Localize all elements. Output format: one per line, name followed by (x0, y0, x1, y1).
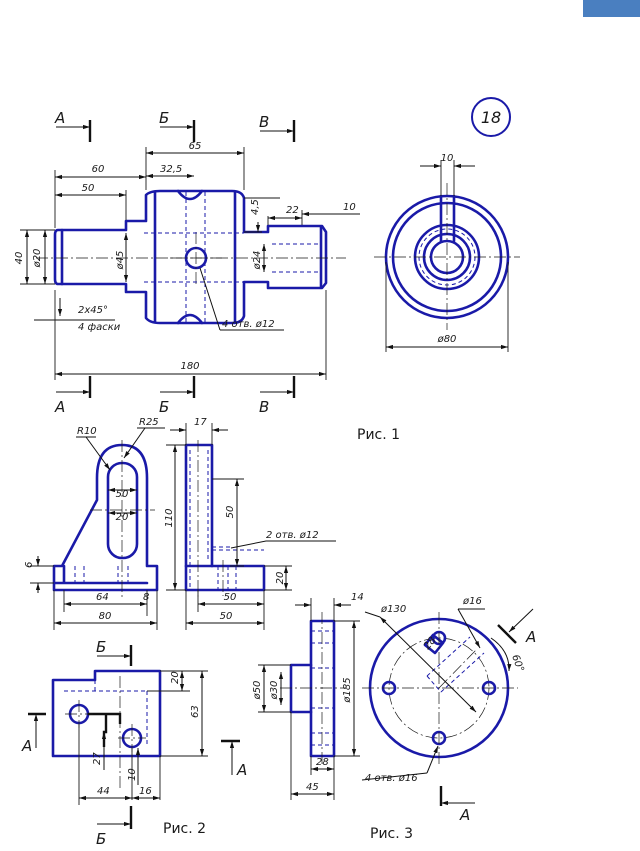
svg-text:17: 17 (194, 417, 207, 428)
svg-text:4,5: 4,5 (250, 199, 261, 215)
svg-text:64: 64 (96, 592, 109, 603)
fig1-dimensions: 65 60 32,5 50 4,5 22 10 40 ø20 ø45 (14, 141, 360, 380)
svg-text:ø30: ø30 (269, 681, 280, 701)
svg-text:16: 16 (139, 786, 152, 797)
svg-text:R25: R25 (139, 417, 159, 428)
svg-text:Б: Б (159, 109, 169, 127)
flange-side-view (280, 612, 346, 764)
variant-badge: 18 (471, 97, 511, 137)
caption-fig2: Рис. 2 (163, 821, 206, 837)
svg-text:22: 22 (286, 205, 299, 216)
svg-text:10: 10 (127, 768, 138, 781)
section-marker-v-top: В (259, 113, 296, 142)
svg-text:32,5: 32,5 (160, 164, 182, 175)
svg-text:180: 180 (180, 361, 199, 372)
bracket-front-view (52, 440, 159, 600)
svg-text:20: 20 (116, 512, 129, 523)
svg-text:ø80: ø80 (437, 334, 457, 345)
fig2-side-dimensions: 17 110 50 2 отв. ø12 20 50 50 (164, 417, 336, 630)
svg-text:50: 50 (82, 183, 95, 194)
svg-text:8: 8 (143, 592, 149, 603)
svg-text:14: 14 (351, 592, 364, 603)
svg-text:Б: Б (96, 638, 106, 656)
figure-2: R10 R25 50 20 6 64 8 80 (21, 417, 336, 848)
svg-text:45: 45 (306, 782, 319, 793)
svg-text:50: 50 (224, 592, 237, 603)
section-marker-a-bottom: А (54, 376, 92, 416)
svg-text:27: 27 (92, 752, 103, 765)
svg-text:Б: Б (96, 830, 106, 848)
fig2-top-dimensions: 20 63 27 10 44 16 (78, 670, 208, 805)
section-marker-b-fig2-top: Б (96, 638, 133, 666)
svg-text:ø45: ø45 (115, 251, 126, 271)
svg-text:40: 40 (14, 252, 25, 265)
svg-text:А: А (54, 398, 65, 416)
svg-text:А: А (236, 761, 247, 779)
section-marker-b-bottom: Б (159, 376, 196, 416)
fig2-front-dimensions: R10 R25 50 20 6 64 8 80 (24, 417, 165, 630)
svg-text:50: 50 (220, 611, 233, 622)
bracket-top-view (51, 669, 162, 790)
svg-text:50: 50 (116, 489, 129, 500)
svg-text:2 отв. ø12: 2 отв. ø12 (266, 530, 319, 541)
svg-text:20: 20 (275, 572, 286, 585)
bracket-side-view (184, 440, 266, 600)
section-marker-a-top: А (54, 109, 92, 142)
shaft-front-view (36, 189, 346, 325)
svg-text:44: 44 (97, 786, 110, 797)
corner-tab (583, 0, 640, 17)
section-marker-a-fig3-bottom: А (439, 786, 475, 824)
section-marker-a-fig3-top: А (497, 608, 536, 646)
section-marker-v-bottom: В (259, 376, 296, 416)
caption-fig3: Рис. 3 (370, 826, 413, 842)
section-marker-a-fig2-right: А (221, 739, 247, 779)
svg-text:60°: 60° (509, 653, 525, 673)
figure-3: 14 ø50 ø30 ø185 28 45 (252, 592, 536, 842)
svg-text:ø20: ø20 (32, 249, 43, 269)
shaft-end-view: 10 ø80 (374, 153, 520, 352)
fig3-side-dimensions: 14 ø50 ø30 ø185 28 45 (252, 592, 364, 800)
svg-text:4 отв. ø12: 4 отв. ø12 (222, 319, 275, 330)
svg-text:А: А (21, 737, 32, 755)
svg-text:ø50: ø50 (252, 681, 263, 701)
svg-text:50: 50 (225, 506, 236, 519)
svg-text:63: 63 (190, 705, 201, 718)
svg-text:А: А (54, 109, 65, 127)
svg-text:60: 60 (92, 164, 105, 175)
svg-text:20: 20 (170, 671, 181, 684)
svg-text:ø130: ø130 (380, 604, 406, 615)
figure-1: А Б В А Б В (14, 109, 520, 443)
svg-text:28: 28 (316, 757, 329, 768)
svg-text:R10: R10 (77, 426, 97, 437)
svg-text:4 фаски: 4 фаски (78, 322, 121, 333)
svg-text:Б: Б (159, 398, 169, 416)
svg-text:В: В (259, 398, 269, 416)
section-marker-b-top: Б (159, 109, 196, 142)
svg-text:А: А (525, 628, 536, 646)
badge-number: 18 (481, 108, 501, 127)
caption-fig1: Рис. 1 (357, 427, 400, 443)
svg-text:ø24: ø24 (252, 251, 263, 271)
svg-text:10: 10 (343, 202, 356, 213)
section-marker-b-fig2-bottom: Б (96, 806, 133, 848)
svg-text:А: А (459, 806, 470, 824)
svg-text:ø185: ø185 (342, 677, 353, 703)
svg-text:6: 6 (24, 562, 35, 568)
svg-text:2x45°: 2x45° (78, 305, 108, 316)
svg-text:4 отв. ø16: 4 отв. ø16 (365, 773, 418, 784)
svg-text:110: 110 (164, 508, 175, 527)
section-marker-a-fig2-left: А (21, 712, 46, 755)
svg-text:65: 65 (189, 141, 202, 152)
flange-front-view (362, 612, 518, 764)
svg-text:ø16: ø16 (462, 596, 482, 607)
svg-text:80: 80 (99, 611, 112, 622)
svg-text:В: В (259, 113, 269, 131)
svg-text:10: 10 (441, 153, 454, 164)
